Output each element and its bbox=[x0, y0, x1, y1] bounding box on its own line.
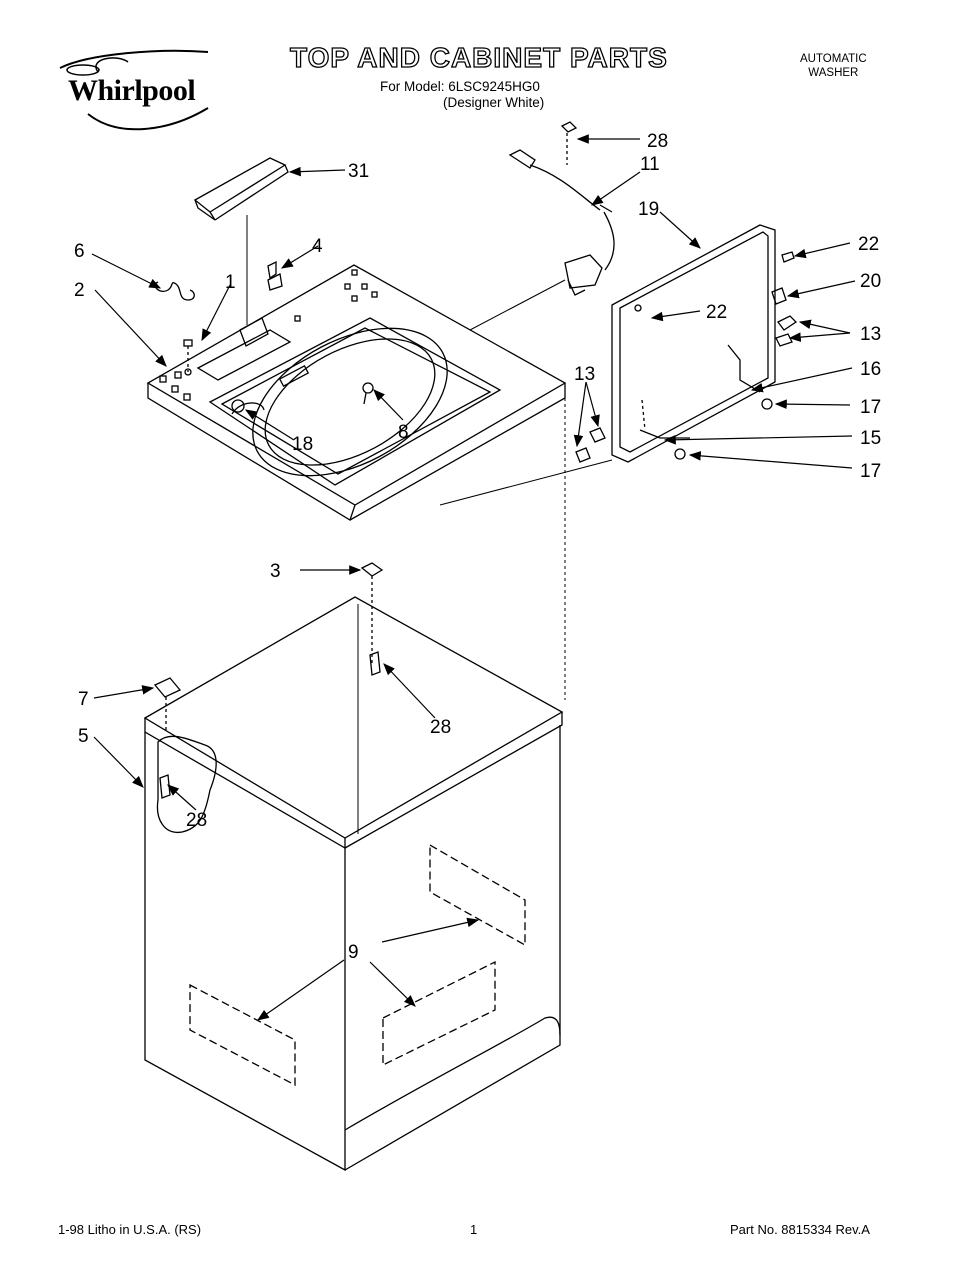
callout-20-bracket: 20 bbox=[860, 271, 881, 292]
model-line: For Model: 6LSC9245HG0 bbox=[380, 79, 540, 94]
logo-swoosh-icon bbox=[59, 49, 209, 131]
insulation-pads-part-9 bbox=[189, 843, 526, 1087]
appliance-type: AUTOMATIC WASHER bbox=[800, 52, 867, 80]
callout-28-screw-cabinet-top: 28 bbox=[430, 717, 451, 738]
callout-9-pads: 9 bbox=[348, 942, 359, 963]
hinge-part-4 bbox=[267, 260, 283, 291]
callout-16-wire: 16 bbox=[860, 359, 881, 380]
callout-3-clip: 3 bbox=[270, 561, 281, 582]
callout-labels: 28 11 31 19 22 6 4 1 2 20 22 13 16 13 17… bbox=[74, 131, 881, 963]
appliance-type-line1: AUTOMATIC bbox=[800, 53, 867, 65]
callout-18-grommet: 18 bbox=[292, 434, 313, 455]
whirlpool-logo: Whirlpool bbox=[58, 48, 218, 138]
callout-19-console-frame: 19 bbox=[638, 199, 659, 220]
callout-6-clip: 6 bbox=[74, 241, 85, 262]
callout-28-screw-cabinet-side: 28 bbox=[186, 810, 207, 831]
brand-name: Whirlpool bbox=[68, 74, 196, 107]
lid-switch-part-11 bbox=[508, 149, 615, 296]
callout-8-screw: 8 bbox=[398, 422, 409, 443]
callout-22-plug: 22 bbox=[858, 234, 879, 255]
screw-part-28-top bbox=[560, 121, 578, 165]
console-frame-part-19 bbox=[611, 224, 776, 463]
screw-part-28-cabinet-top bbox=[369, 651, 381, 676]
callout-2-top-panel: 2 bbox=[74, 280, 85, 301]
clip-part-3 bbox=[360, 562, 384, 665]
callout-17-nut-upper: 17 bbox=[860, 397, 881, 418]
callout-13-screw-right: 13 bbox=[860, 324, 881, 345]
screw-part-1 bbox=[183, 339, 193, 376]
callout-11-lid-switch: 11 bbox=[640, 154, 660, 175]
callout-31-lid: 31 bbox=[348, 161, 369, 182]
footer-print-info: 1-98 Litho in U.S.A. (RS) bbox=[58, 1222, 202, 1237]
callout-4-hinge: 4 bbox=[312, 236, 323, 257]
callout-5-cabinet: 5 bbox=[78, 726, 89, 747]
clip-part-7 bbox=[153, 677, 182, 730]
callout-13-screw-left: 13 bbox=[574, 364, 595, 385]
footer-part-number: Part No. 8815334 Rev.A bbox=[730, 1222, 870, 1237]
callout-22-plug-inner: 22 bbox=[706, 302, 727, 323]
callout-28-screw: 28 bbox=[647, 131, 668, 152]
model-color: (Designer White) bbox=[443, 95, 545, 110]
appliance-type-line2: WASHER bbox=[808, 67, 859, 79]
screw-part-28-cabinet-side bbox=[159, 774, 171, 799]
lid-part-31 bbox=[193, 157, 289, 221]
page-title: TOP AND CABINET PARTS bbox=[289, 41, 668, 73]
callout-7-clip: 7 bbox=[78, 689, 89, 710]
callout-1-screw: 1 bbox=[225, 272, 236, 293]
footer-page-number: 1 bbox=[470, 1222, 478, 1237]
cabinet-part-5 bbox=[143, 596, 564, 1172]
callout-15-wire: 15 bbox=[860, 428, 881, 449]
leader-arrows bbox=[91, 134, 856, 1021]
callout-17-nut-lower: 17 bbox=[860, 461, 881, 482]
washer-top-panel bbox=[146, 264, 567, 521]
clip-part-6 bbox=[154, 281, 195, 301]
